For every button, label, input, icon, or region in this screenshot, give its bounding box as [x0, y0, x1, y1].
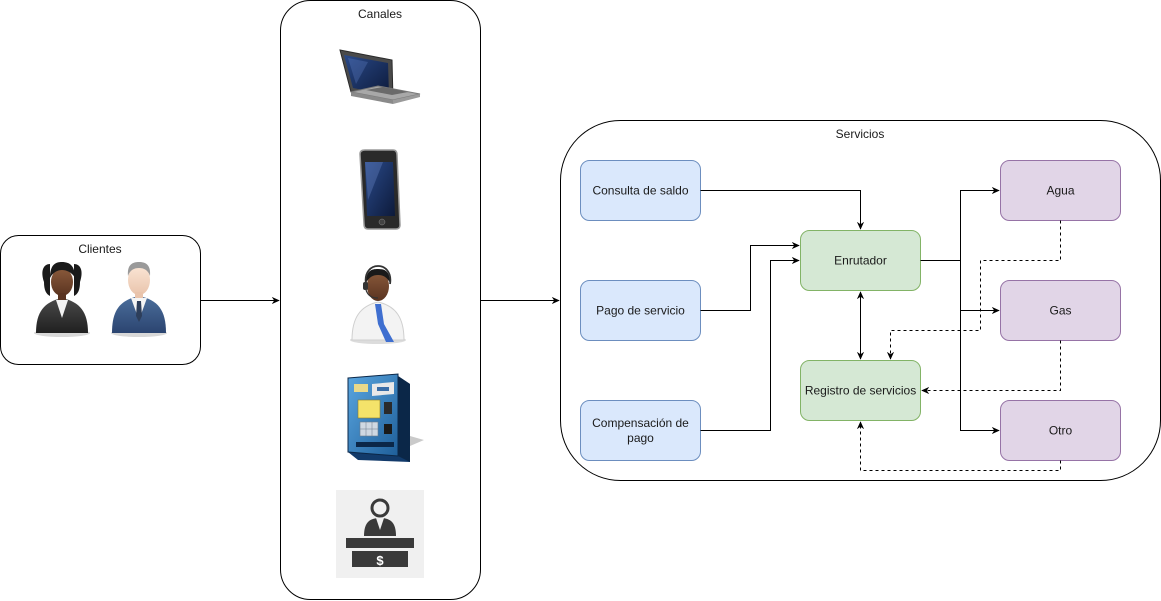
agua-node[interactable]: Agua	[1000, 160, 1121, 221]
dollar-sign: $	[376, 553, 384, 568]
registro-de-servicios-label: Registro de servicios	[805, 384, 916, 398]
enrutador-node[interactable]: Enrutador	[800, 230, 921, 291]
edge-enrutador-to-agua	[920, 186, 1000, 261]
consulta-de-saldo-label: Consulta de saldo	[592, 184, 688, 198]
gas-label: Gas	[1049, 304, 1071, 318]
businesswoman-icon	[34, 262, 90, 337]
otro-node[interactable]: Otro	[1000, 400, 1121, 461]
atm-icon	[347, 373, 424, 462]
consulta-de-saldo-node[interactable]: Consulta de saldo	[580, 160, 701, 221]
edge-gas-to-registro	[921, 340, 1061, 395]
call-center-agent-icon	[350, 265, 406, 344]
edge-enrutador-to-otro	[960, 310, 1000, 435]
edge-agua-to-registro	[886, 220, 1061, 360]
edge-pago-to-enrutador	[700, 241, 800, 311]
edge-consulta-to-enrutador	[700, 190, 865, 230]
compensacion-label-line2: pago	[627, 431, 654, 445]
agua-label: Agua	[1046, 184, 1074, 198]
bank-teller-icon: $	[336, 490, 424, 578]
pago-de-servicio-node[interactable]: Pago de servicio	[580, 280, 701, 341]
gas-node[interactable]: Gas	[1000, 280, 1121, 341]
servicios-label: Servicios	[836, 127, 885, 141]
canales-label: Canales	[358, 7, 402, 21]
enrutador-label: Enrutador	[834, 254, 887, 268]
laptop-icon	[339, 49, 421, 104]
edge-compensacion-to-enrutador	[700, 256, 800, 431]
pago-de-servicio-label: Pago de servicio	[596, 304, 685, 318]
smartphone-icon	[359, 149, 401, 230]
otro-label: Otro	[1049, 424, 1073, 438]
businessman-icon	[111, 262, 167, 337]
compensacion-label-line1: Compensación de	[592, 416, 689, 430]
edge-otro-to-registro	[856, 421, 1061, 471]
compensacion-de-pago-node[interactable]: Compensación de pago	[580, 400, 701, 461]
clientes-label: Clientes	[78, 242, 121, 256]
connectors	[201, 186, 1061, 471]
registro-de-servicios-node[interactable]: Registro de servicios	[800, 360, 921, 421]
clientes-group: Clientes	[0, 235, 201, 365]
